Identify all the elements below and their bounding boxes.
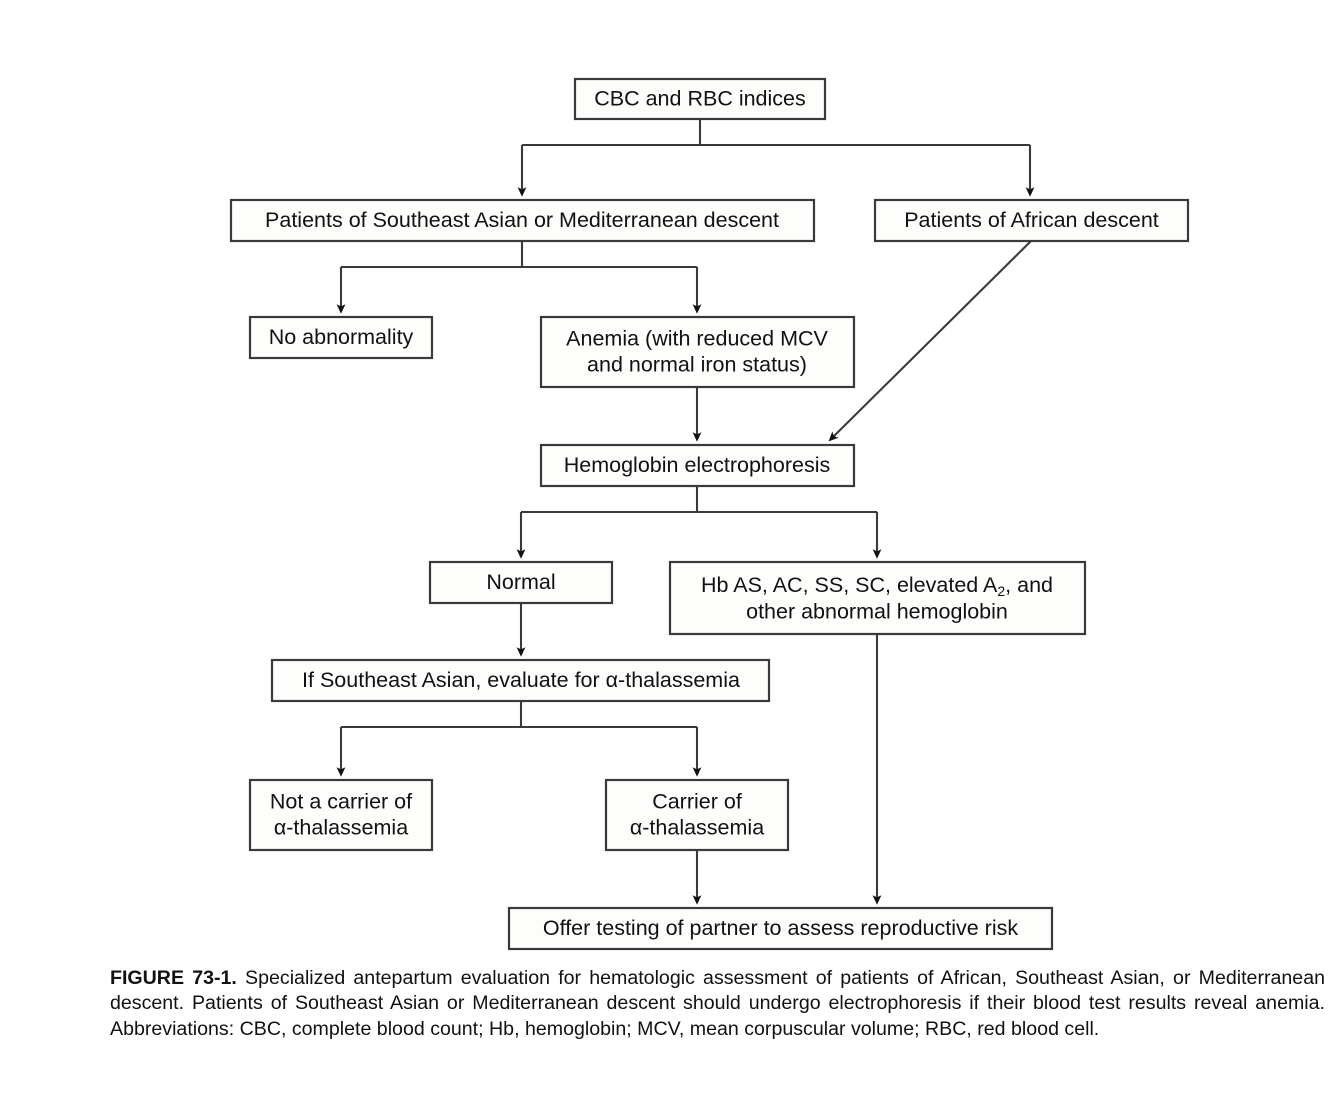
node-normal[interactable]: Normal (428, 560, 614, 605)
hb-abnormal-subscript: 2 (997, 583, 1005, 599)
node-cbc-and-rbc-indices[interactable]: CBC and RBC indices (573, 77, 827, 121)
node-label-line2: α-thalassemia (630, 816, 764, 840)
node-label-line2: α-thalassemia (274, 816, 408, 840)
node-box (573, 77, 827, 121)
node-box (507, 906, 1054, 951)
node-if-southeast-asian-evaluate-alpha-thalassemia[interactable]: If Southeast Asian, evaluate for α-thala… (270, 658, 771, 703)
node-box (248, 315, 434, 360)
node-box (539, 443, 856, 488)
node-label: CBC and RBC indices (594, 87, 806, 111)
node-label: Patients of African descent (904, 208, 1159, 232)
node-label-line1: Hb AS, AC, SS, SC, elevated A2, and (701, 573, 1053, 599)
node-label-line1: Anemia (with reduced MCV (566, 327, 828, 351)
node-box (873, 198, 1190, 243)
node-patients-southeast-asian-mediterranean[interactable]: Patients of Southeast Asian or Mediterra… (229, 198, 816, 243)
node-anemia-reduced-mcv[interactable]: Anemia (with reduced MCV and normal iron… (539, 315, 856, 389)
hb-abnormal-part2: , and (1005, 573, 1053, 597)
node-box (248, 778, 434, 852)
node-box (428, 560, 614, 605)
hb-abnormal-part1: Hb AS, AC, SS, SC, elevated A (701, 573, 998, 597)
node-box (270, 658, 771, 703)
figure-caption-text: Specialized antepartum evaluation for he… (110, 967, 1325, 1040)
figure-caption: FIGURE 73-1. Specialized antepartum eval… (110, 966, 1325, 1042)
node-box (668, 560, 1087, 636)
node-label: No abnormality (269, 325, 414, 349)
node-hb-abnormal-hemoglobin[interactable]: Hb AS, AC, SS, SC, elevated A2, and othe… (668, 560, 1087, 636)
node-label-line2: and normal iron status) (587, 353, 807, 377)
flowchart: CBC and RBC indices Patients of Southeas… (229, 77, 1190, 951)
edge-african-to-electrophoresis (828, 240, 1032, 442)
node-label: Hemoglobin electrophoresis (564, 453, 831, 477)
node-hemoglobin-electrophoresis[interactable]: Hemoglobin electrophoresis (539, 443, 856, 488)
node-box (604, 778, 790, 852)
node-label-line1: Carrier of (652, 790, 742, 814)
node-label-line1: Not a carrier of (270, 790, 412, 814)
node-box (539, 315, 856, 389)
figure-number: FIGURE 73-1. (110, 967, 237, 989)
node-box (229, 198, 816, 243)
node-carrier-alpha-thalassemia[interactable]: Carrier of α-thalassemia (604, 778, 790, 852)
node-offer-testing-partner[interactable]: Offer testing of partner to assess repro… (507, 906, 1054, 951)
node-label: Patients of Southeast Asian or Mediterra… (265, 208, 779, 232)
node-label-line2: other abnormal hemoglobin (746, 600, 1008, 624)
connectors (336, 119, 1035, 905)
node-label: Offer testing of partner to assess repro… (543, 916, 1018, 940)
node-label: Normal (486, 570, 555, 594)
node-not-a-carrier-alpha-thalassemia[interactable]: Not a carrier of α-thalassemia (248, 778, 434, 852)
node-label: If Southeast Asian, evaluate for α-thala… (302, 668, 740, 692)
node-patients-african-descent[interactable]: Patients of African descent (873, 198, 1190, 243)
node-no-abnormality[interactable]: No abnormality (248, 315, 434, 360)
